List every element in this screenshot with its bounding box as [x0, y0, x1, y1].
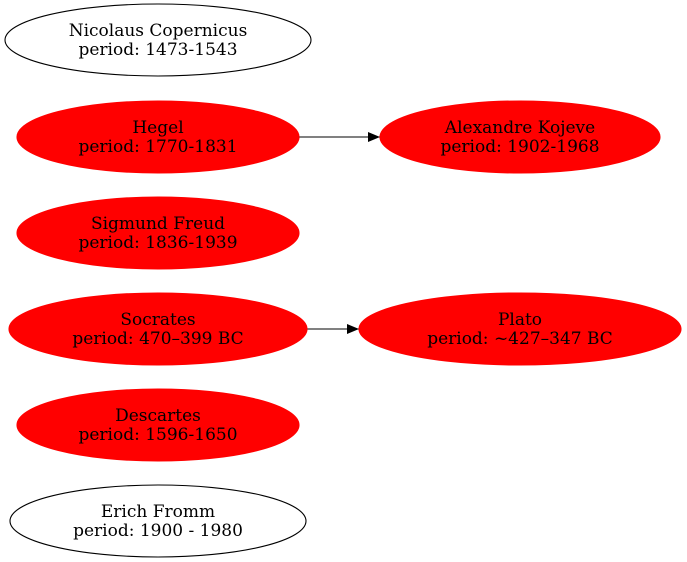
node-shape: [9, 484, 307, 558]
node-shape: [16, 100, 300, 174]
node-period-label: period: ~427–347 BC: [427, 329, 613, 349]
node-name-label: Nicolaus Copernicus: [69, 21, 248, 41]
node-period-label: period: 1836-1939: [78, 233, 237, 253]
node-period-label: period: 1902-1968: [440, 137, 599, 157]
node-name-label: Sigmund Freud: [91, 214, 225, 234]
node-name-label: Descartes: [115, 406, 201, 426]
node-shape: [4, 3, 312, 77]
edges-layer: [299, 132, 380, 334]
node-shape: [8, 292, 308, 366]
node-shape: [358, 292, 682, 366]
node-name-label: Hegel: [132, 118, 183, 138]
node-period-label: period: 1596-1650: [78, 425, 237, 445]
node-period-label: period: 470–399 BC: [72, 329, 243, 349]
node-name-label: Plato: [498, 310, 542, 330]
node-shape: [16, 388, 300, 462]
node-name-label: Alexandre Kojeve: [444, 118, 595, 138]
node-shape: [379, 100, 661, 174]
node-period-label: period: 1900 - 1980: [73, 521, 243, 541]
node-period-label: period: 1770-1831: [78, 137, 237, 157]
node-shape: [16, 196, 300, 270]
node-name-label: Erich Fromm: [101, 502, 215, 522]
node-name-label: Socrates: [120, 310, 195, 330]
node-period-label: period: 1473-1543: [78, 40, 237, 60]
